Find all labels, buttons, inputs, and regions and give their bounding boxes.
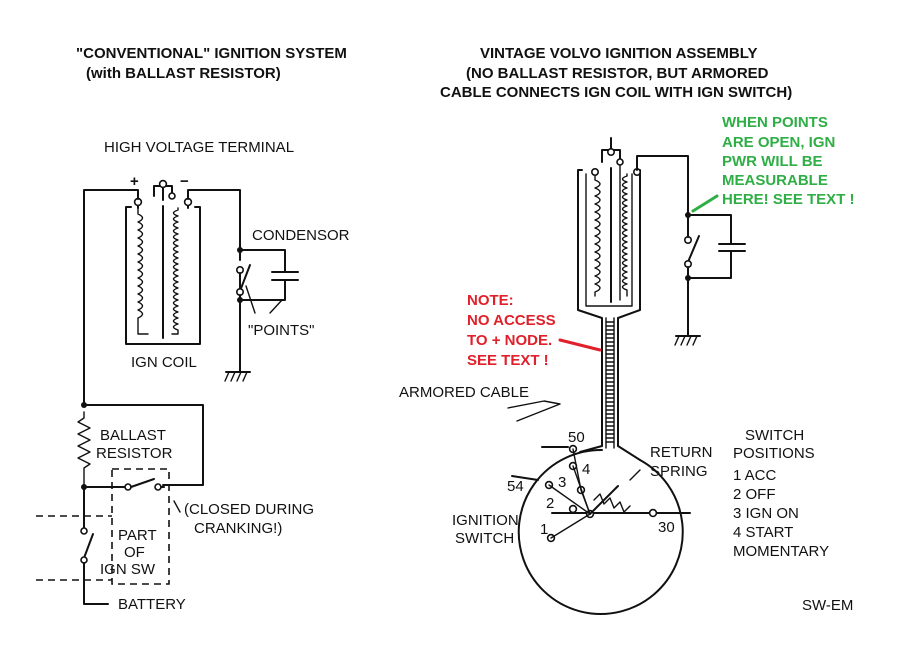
switch-position-item: 1 ACC (733, 467, 777, 484)
hv-terminal-label: HIGH VOLTAGE TERMINAL (104, 139, 294, 156)
pos-1-label: 1 (540, 521, 548, 538)
green-note: WHEN POINTS ARE OPEN, IGN PWR WILL BE ME… (691, 114, 855, 213)
closed-label-line1: (CLOSED DURING (184, 501, 314, 518)
part-label-line1: PART (118, 527, 157, 544)
condensor-left (237, 249, 299, 303)
return-spring-line2: SPRING (650, 463, 708, 480)
pos-4-label: 4 (582, 461, 590, 478)
right-title-line3: CABLE CONNECTS IGN COIL WITH IGN SWITCH) (440, 84, 792, 101)
right-title-line1: VINTAGE VOLVO IGNITION ASSEMBLY (480, 45, 758, 62)
red-note-line2: NO ACCESS (467, 312, 556, 329)
return-spring (593, 493, 631, 513)
battery-label: BATTERY (118, 596, 186, 613)
cranking-switch (83, 478, 181, 513)
green-note-line3: PWR WILL BE (722, 153, 823, 170)
ballast-label-line2: RESISTOR (96, 445, 173, 462)
switch-position-item: 4 START (733, 524, 793, 541)
switch-position-item: 2 OFF (733, 486, 776, 503)
ign-switch-label-line1: IGNITION (452, 512, 519, 529)
terminal-54-label: 54 (507, 478, 524, 495)
switch-position-item: 3 IGN ON (733, 505, 799, 522)
green-note-line4: MEASURABLE (722, 172, 828, 189)
ign-coil-label: IGN COIL (131, 354, 197, 371)
minus-sign: − (180, 173, 189, 190)
red-note-line1: NOTE: (467, 292, 514, 309)
part-label-line3: IGN SW (100, 561, 156, 578)
armored-cable-label: ARMORED CABLE (399, 384, 529, 401)
switch-position-item: MOMENTARY (733, 543, 829, 560)
credit-label: SW-EM (802, 597, 853, 614)
red-note-arrow (558, 338, 602, 352)
armored-cable (605, 317, 615, 449)
green-note-arrow (691, 194, 719, 213)
ign-coil-right (577, 137, 641, 447)
ballast-label-line1: BALLAST (100, 427, 166, 444)
ground-right (674, 335, 701, 346)
plus-sign: + (130, 173, 139, 190)
switch-positions-line1: SWITCH (745, 427, 804, 444)
green-note-line2: ARE OPEN, IGN (722, 134, 835, 151)
left-title-line1: "CONVENTIONAL" IGNITION SYSTEM (76, 45, 347, 62)
armored-cable-pointer (507, 400, 561, 422)
condensor-label: CONDENSOR (252, 227, 350, 244)
red-note-line4: SEE TEXT ! (467, 352, 549, 369)
ignition-switch (511, 444, 691, 615)
terminal-50-label: 50 (568, 429, 585, 446)
right-diagram: VINTAGE VOLVO IGNITION ASSEMBLY (NO BALL… (399, 45, 855, 615)
right-title-line2: (NO BALLAST RESISTOR, BUT ARMORED (466, 65, 769, 82)
red-note: NOTE: NO ACCESS TO + NODE. SEE TEXT ! (467, 292, 602, 369)
part-label-line2: OF (124, 544, 145, 561)
ign-switch-label-line2: SWITCH (455, 530, 514, 547)
points-label: "POINTS" (248, 322, 315, 339)
switch-positions-line2: POSITIONS (733, 445, 815, 462)
terminal-30-label: 30 (658, 519, 675, 536)
switch-positions-legend: SWITCH POSITIONS 1 ACC 2 OFF 3 IGN ON 4 … (733, 427, 829, 560)
pos-3-label: 3 (558, 474, 566, 491)
condensor-right (685, 214, 746, 281)
green-note-line5: HERE! SEE TEXT ! (722, 191, 855, 208)
ign-coil-left (125, 179, 201, 345)
pos-2-label: 2 (546, 495, 554, 512)
ground-left (224, 371, 251, 382)
return-spring-line1: RETURN (650, 444, 713, 461)
ballast-resistor (77, 402, 204, 490)
green-note-line1: WHEN POINTS (722, 114, 828, 131)
red-note-line3: TO + NODE. (467, 332, 552, 349)
points-left (236, 249, 251, 373)
left-title-line2: (with BALLAST RESISTOR) (86, 65, 281, 82)
closed-label-line2: CRANKING!) (194, 520, 282, 537)
left-diagram: "CONVENTIONAL" IGNITION SYSTEM (with BAL… (36, 45, 350, 613)
